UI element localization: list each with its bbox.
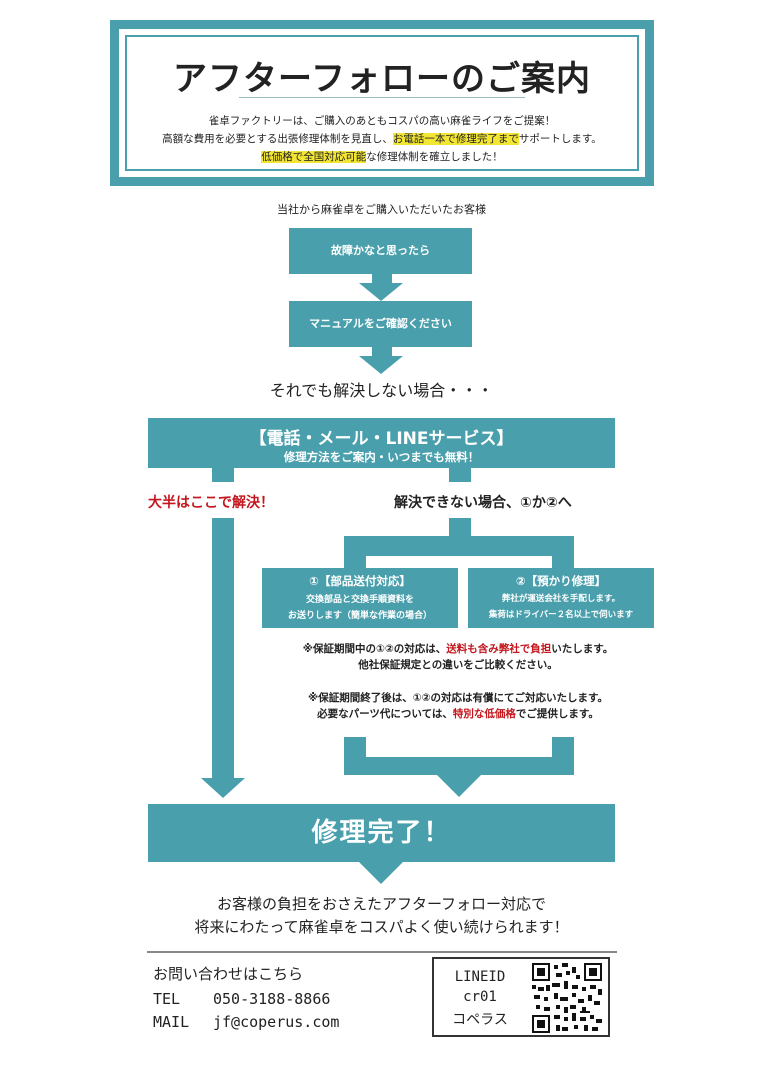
option-2-title: ②【預かり修理】 [515, 574, 607, 588]
option-2-box: ②【預かり修理】 弊社が運送会社を手配します。 集荷はドライバー２名以上で伺いま… [468, 568, 654, 628]
line-id-value: cr01 [463, 989, 497, 1005]
service-title: 【電話・メール・LINEサービス】 [249, 429, 514, 449]
contact-mail-row: MAIL jf@coperus.com [153, 1013, 339, 1031]
note-1-red: 送料も含み弊社で負担 [446, 643, 552, 655]
merge-right-rise [552, 737, 574, 757]
arrow-2-head [359, 356, 403, 374]
footer-divider [147, 951, 617, 953]
arrow-1-stem [372, 274, 392, 284]
merge-left-rise [344, 737, 366, 757]
intro-line-2-text: 高額な費用を必要とする出張修理体制を見直し、 [162, 133, 393, 145]
merge-arrow-head [437, 775, 481, 797]
header-box: アフターフォローのご案内 雀卓ファクトリーは、ご購入のあともコスパの高い麻雀ライ… [110, 20, 654, 186]
line-id-box: LINEID cr01 コペラス [432, 957, 610, 1037]
option-1-line-1: 交換部品と交換手順資料を [305, 595, 414, 605]
branch-stem [449, 518, 471, 536]
service-subtitle: 修理方法をご案内・いつまでも無料！ [283, 450, 480, 464]
step-box-2: マニュアルをご確認ください [289, 301, 472, 347]
closing-line-1: お客様の負担をおさえたアフターフォロー対応で [216, 895, 547, 913]
contact-tel-row: TEL 050-3188-8866 [153, 990, 330, 1008]
right-stem-top [449, 468, 471, 482]
left-stem-top [212, 468, 234, 482]
note-1-line-1: ※保証期間中の①②の対応は、送料も含み弊社で負担いたします。 [262, 641, 654, 656]
mail-label: MAIL [153, 1013, 190, 1031]
header-inner-border [125, 35, 639, 171]
mail-address[interactable]: jf@coperus.com [213, 1013, 340, 1031]
arrow-1-head [359, 283, 403, 301]
left-arrow-head [201, 778, 245, 798]
note-1-pre: ※保証期間中の①②の対応は、 [302, 643, 447, 655]
branch-left-drop [344, 556, 366, 568]
complete-arrow-head [359, 862, 403, 884]
left-long-stem [212, 518, 234, 780]
branch-bar [344, 536, 574, 556]
intro-text: 当社から麻雀卓をご購入いただいたお客様 [277, 203, 486, 216]
note-2-post: でご提供します。 [515, 708, 599, 720]
tel-label: TEL [153, 990, 181, 1008]
highlight-phone: お電話一本で修理完了まで [392, 133, 519, 145]
page-title: アフターフォローのご案内 [173, 59, 591, 99]
arrow-2-stem [372, 347, 392, 357]
branch-right-drop [552, 556, 574, 568]
intro-line-2-end: サポートします。 [518, 133, 602, 145]
contact-heading: お問い合わせはこちら [153, 965, 304, 983]
complete-box: 修理完了！ [148, 804, 615, 862]
highlight-low-price: 低価格で全国対応可能 [261, 151, 367, 163]
unsolved-text: 解決できない場合、①か②へ [394, 495, 572, 511]
option-1-title: ①【部品送付対応】 [309, 574, 411, 588]
intro-line-2: 高額な費用を必要とする出張修理体制を見直し、お電話一本で修理完了までサポートしま… [119, 131, 645, 146]
step-box-1: 故障かなと思ったら [289, 228, 472, 274]
intro-line-3-end: な修理体制を確立しました！ [366, 151, 503, 163]
service-box: 【電話・メール・LINEサービス】 修理方法をご案内・いつまでも無料！ [148, 418, 615, 468]
note-2-line-1: ※保証期間終了後は、①②の対応は有償にてご対応いたします。 [308, 692, 608, 704]
line-id-label: LINEID [454, 969, 506, 985]
tel-number[interactable]: 050-3188-8866 [213, 990, 331, 1008]
solved-here-text: 大半はここで解決！ [148, 495, 274, 511]
intro-line-3: 低価格で全国対応可能な修理体制を確立しました！ [119, 149, 645, 164]
merge-bar [344, 757, 574, 775]
line-name: コペラス [452, 1012, 508, 1028]
option-1-line-2: お送りします（簡単な作業の場合） [287, 611, 432, 621]
note-2-line-2: 必要なパーツ代については、特別な低価格でご提供します。 [262, 706, 654, 721]
still-not-solved-text: それでも解決しない場合・・・ [269, 381, 494, 400]
closing-line-2: 将来にわたって麻雀卓をコスパよく使い続けられます！ [194, 918, 569, 936]
qr-code-icon[interactable] [532, 963, 602, 1033]
option-2-line-1: 弊社が運送会社を手配します。 [501, 594, 621, 604]
option-2-line-2: 集荷はドライバー２名以上で伺います [488, 610, 634, 620]
note-1-line-2: 他社保証規定との違いをご比較ください。 [358, 659, 558, 671]
intro-line-1: 雀卓ファクトリーは、ご購入のあともコスパの高い麻雀ライフをご提案！ [208, 115, 556, 127]
title-rule [239, 97, 525, 98]
note-2-red: 特別な低価格 [452, 708, 516, 720]
note-1-post: いたします。 [551, 643, 614, 655]
option-1-box: ①【部品送付対応】 交換部品と交換手順資料を お送りします（簡単な作業の場合） [262, 568, 458, 628]
note-2-pre: 必要なパーツ代については、 [317, 708, 453, 720]
